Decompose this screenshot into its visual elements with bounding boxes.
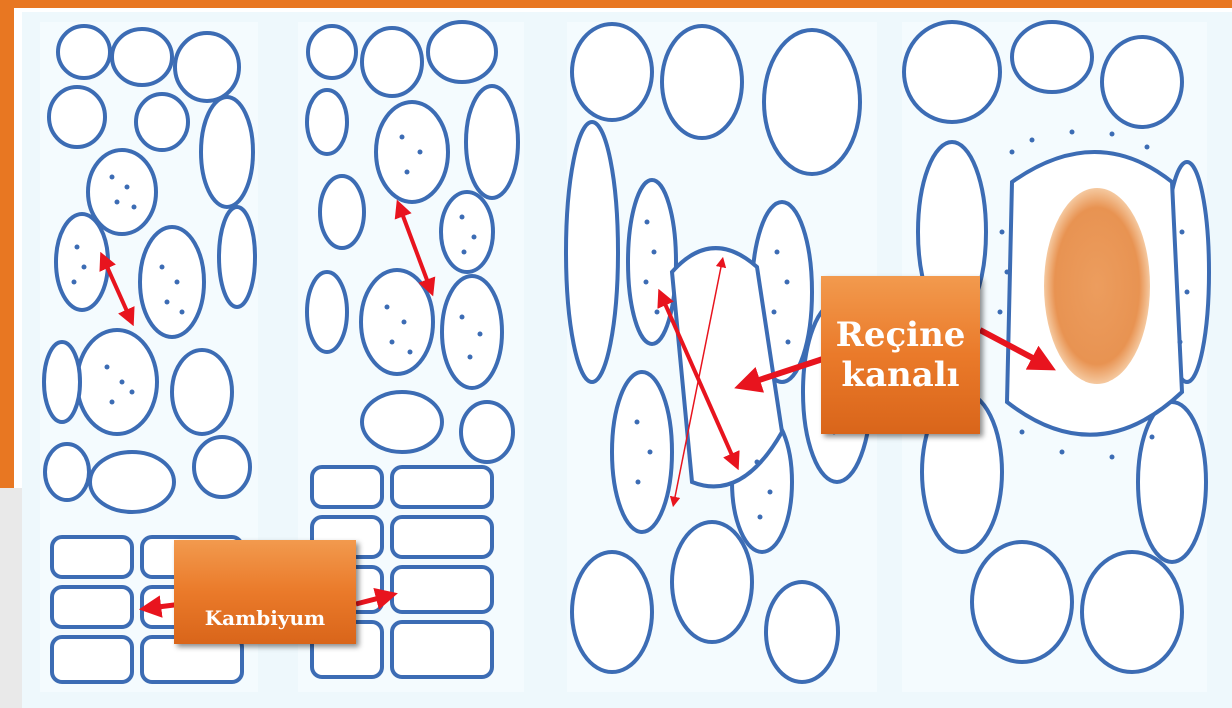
cambium-label-text: Kambiyum — [205, 606, 325, 630]
left-gray-strip — [0, 488, 22, 708]
resin-canal-label: Reçine kanalı — [821, 276, 980, 434]
cambium-label: Kambiyum — [174, 540, 356, 644]
resin-canal-label-line2: kanalı — [841, 355, 959, 395]
top-accent-bar — [0, 0, 1232, 8]
left-accent-bar — [0, 0, 14, 488]
resin-canal-label-line1: Reçine — [836, 315, 966, 355]
resin-canal-fill — [1044, 188, 1150, 384]
